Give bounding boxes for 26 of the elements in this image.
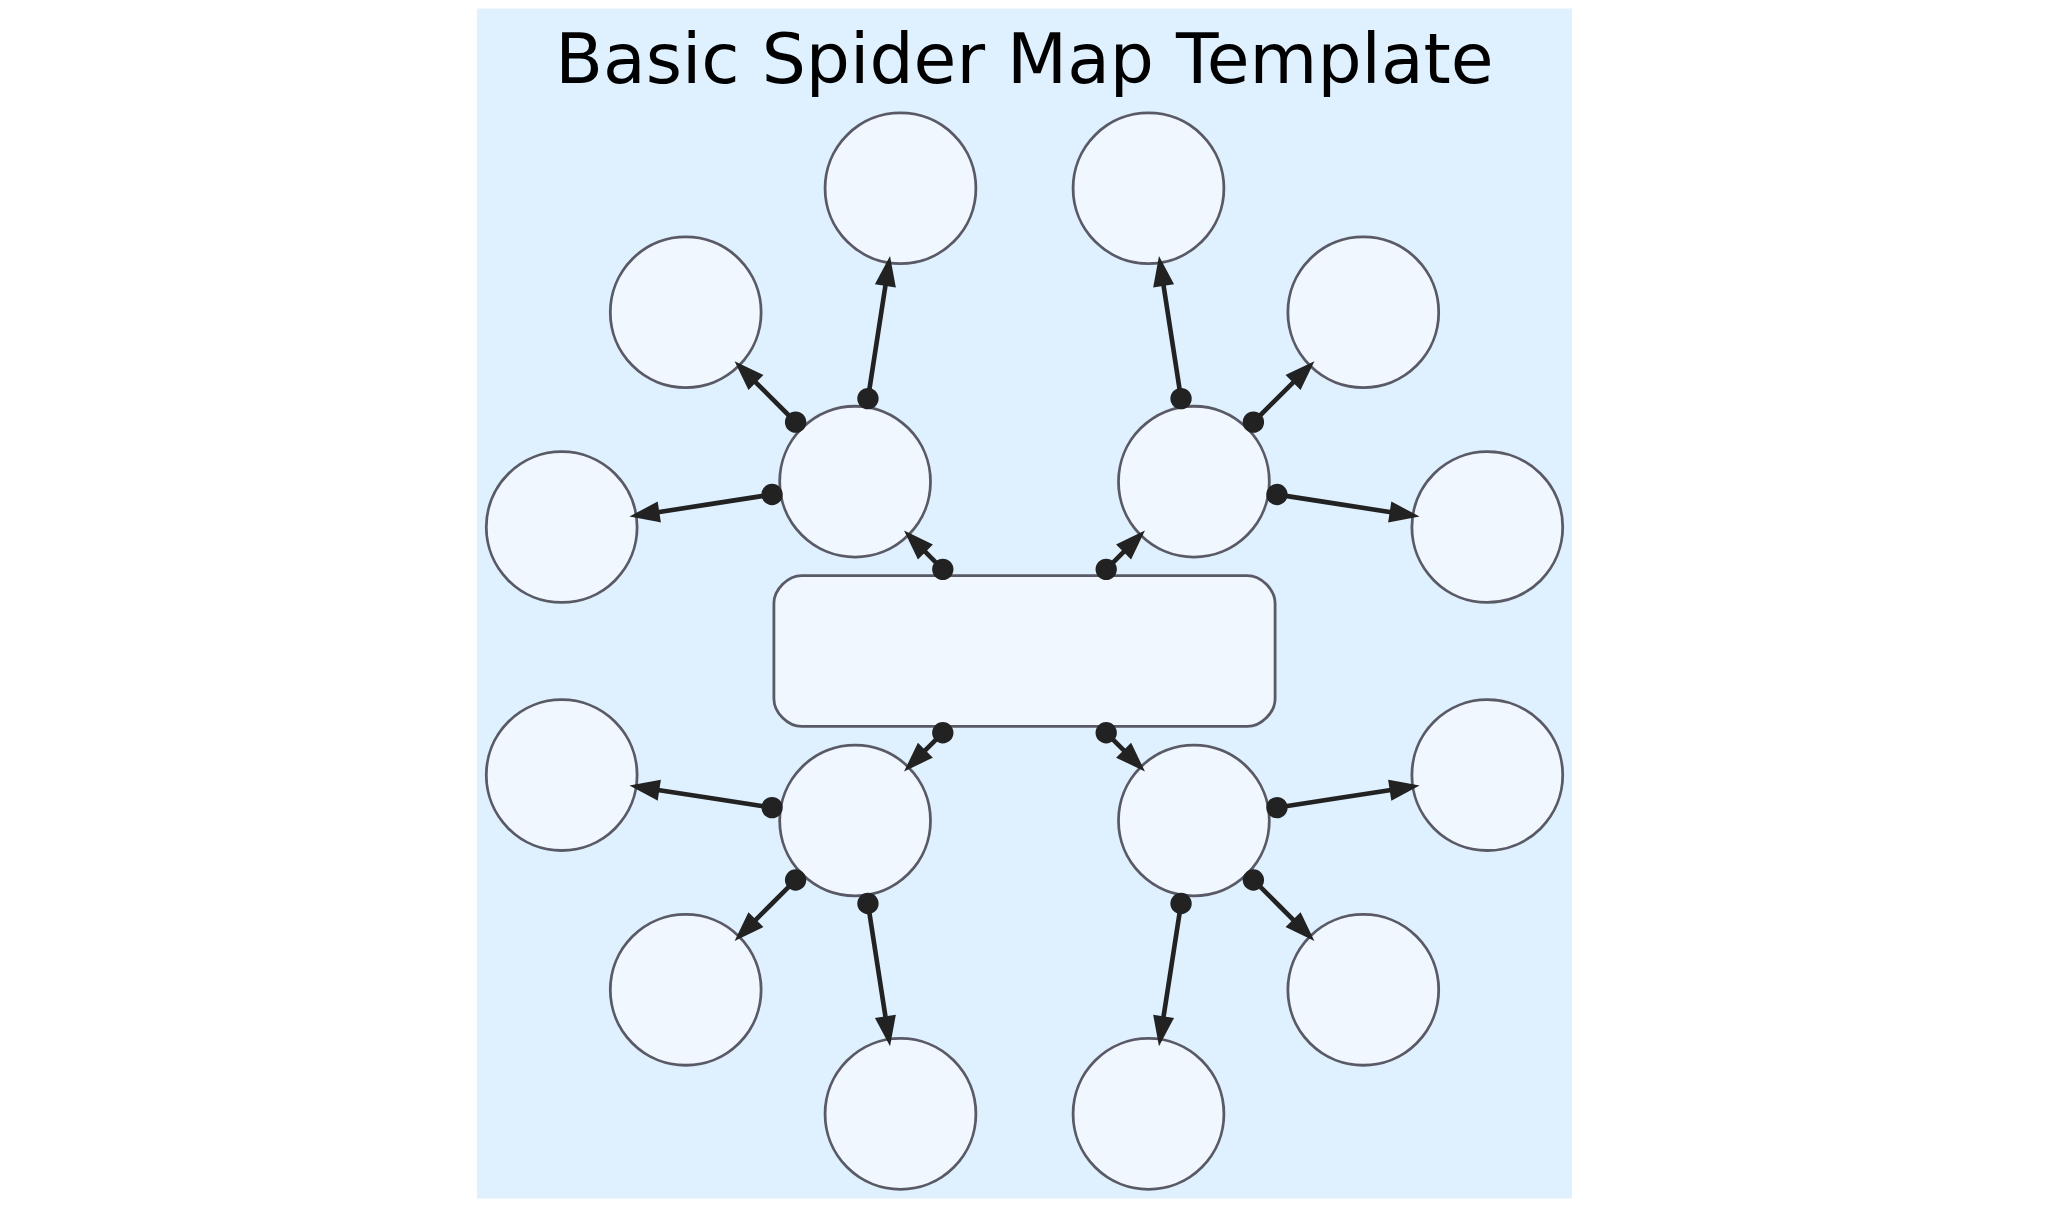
arrow [1265, 779, 1420, 819]
node-circle [484, 698, 638, 852]
node-circle [484, 450, 638, 604]
arrow [856, 256, 896, 410]
arrow [628, 779, 783, 819]
node-box [772, 574, 1276, 728]
node-circle [823, 111, 977, 266]
arrow [734, 361, 806, 433]
arrow [903, 530, 953, 581]
arrow [856, 892, 896, 1047]
node-circle [1410, 698, 1564, 852]
arrow [1095, 722, 1145, 772]
arrow [903, 722, 953, 772]
arrow [1242, 869, 1314, 941]
arrow [1152, 256, 1192, 410]
arrow [1152, 892, 1192, 1047]
node-circle [1410, 450, 1564, 604]
arrow [734, 869, 806, 941]
node-circle [823, 1037, 977, 1191]
node-circle [1071, 1037, 1225, 1191]
arrow [1265, 483, 1420, 523]
arrow [1242, 361, 1314, 433]
arrow [1095, 530, 1145, 581]
node-circle [1071, 111, 1225, 266]
diagram-title: Basic Spider Map Template [554, 17, 1494, 99]
arrow [628, 483, 783, 523]
